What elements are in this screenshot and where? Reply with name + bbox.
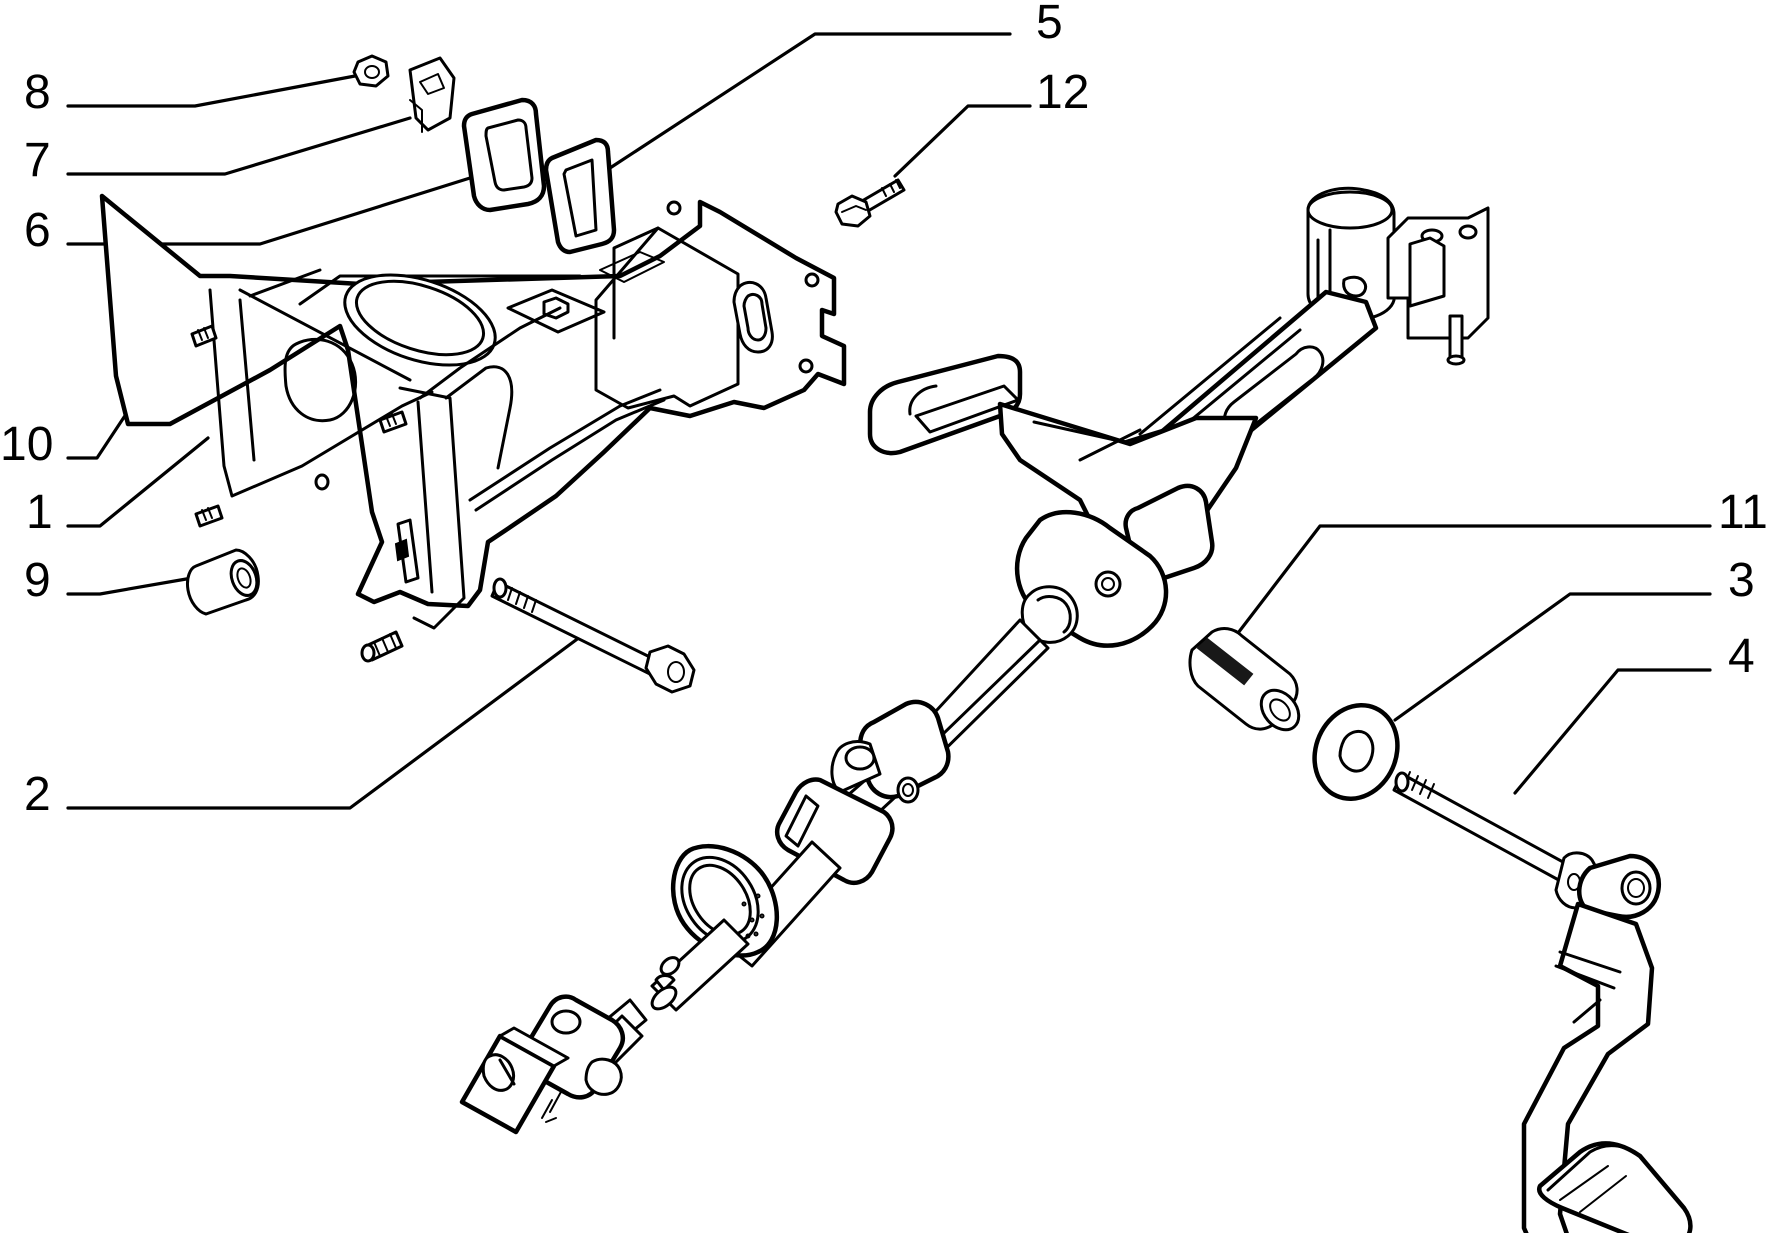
pedal-shaft-assembly (459, 186, 1490, 1135)
part-2-bolt (490, 577, 696, 694)
leader-8 (66, 74, 357, 108)
callout-3: 3 (1728, 554, 1755, 607)
callout-12: 12 (1036, 66, 1089, 119)
callout-5: 5 (1036, 0, 1063, 49)
callout-7: 7 (24, 134, 51, 187)
part-1-bracket (99, 193, 847, 663)
part-8-nut (352, 54, 390, 88)
callout-9: 9 (24, 554, 51, 607)
leader-3 (1393, 592, 1712, 722)
part-12-bolt (834, 178, 906, 228)
leader-5 (608, 32, 1012, 170)
leader-7 (66, 116, 412, 176)
callout-numbers: 8 7 6 5 12 10 1 9 2 11 3 4 (0, 0, 1768, 821)
part-6-gasket (461, 97, 547, 213)
callout-2: 2 (24, 768, 51, 821)
part-5-seal (543, 137, 617, 255)
leader-2 (66, 635, 582, 810)
callout-1: 1 (26, 486, 53, 539)
leader-11 (1223, 524, 1712, 652)
callout-6: 6 (24, 204, 51, 257)
part-4-pedal (1392, 771, 1693, 1233)
leader-12 (893, 104, 1032, 178)
callout-11: 11 (1718, 486, 1768, 539)
part-7-clip (408, 56, 456, 133)
callout-10: 10 (0, 418, 53, 471)
callout-4: 4 (1728, 630, 1755, 683)
leader-9 (66, 576, 194, 596)
part-3-washer (1312, 702, 1400, 802)
part-11-bushing (1188, 627, 1301, 732)
leader-4 (1513, 668, 1712, 795)
callout-8: 8 (24, 66, 51, 119)
leader-1 (66, 436, 210, 528)
part-9-bushing (186, 548, 260, 616)
